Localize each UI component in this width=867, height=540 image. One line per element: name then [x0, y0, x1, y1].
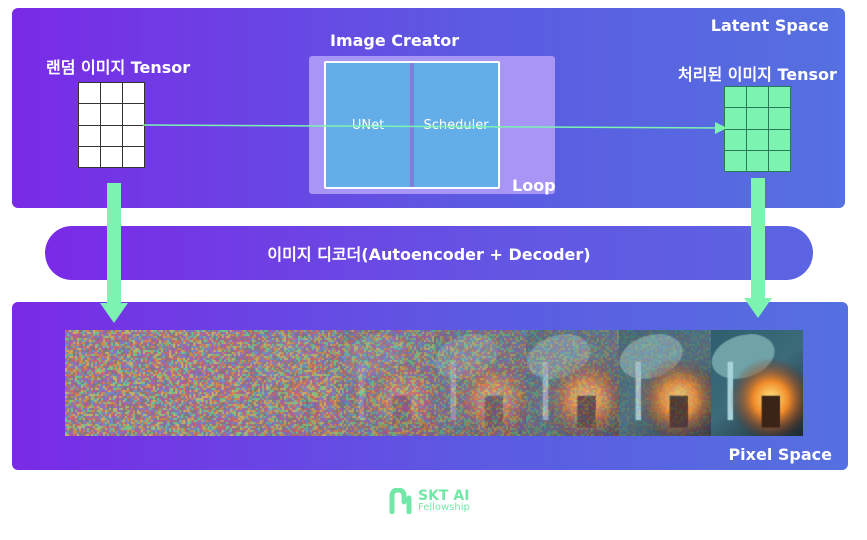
- denoising-step-image: [341, 330, 434, 436]
- denoising-step-image: [710, 330, 803, 436]
- latent-space-label: Latent Space: [710, 16, 829, 35]
- processed-tensor-title: 처리된 이미지 Tensor: [678, 65, 837, 84]
- logo-subtitle: Fellowship: [418, 502, 470, 513]
- pixel-space-label: Pixel Space: [728, 445, 832, 464]
- logo-name: SKT AI: [418, 488, 470, 504]
- denoising-step-image: [618, 330, 711, 436]
- unet-module: UNet: [326, 63, 410, 187]
- denoising-step-image: [65, 330, 158, 436]
- skt-ai-fellowship-logo: SKT AI Fellowship: [389, 488, 470, 514]
- image-decoder-bar: 이미지 디코더(Autoencoder + Decoder): [45, 226, 813, 280]
- image-creator-title: Image Creator: [330, 31, 460, 50]
- random-tensor-down-arrow: [100, 183, 128, 323]
- denoising-image-strip: [65, 330, 803, 436]
- denoising-step-image: [526, 330, 619, 436]
- processed-tensor-down-arrow: [744, 178, 772, 318]
- scheduler-module: Scheduler: [410, 63, 498, 187]
- image-creator-modules: UNet Scheduler: [324, 61, 500, 189]
- denoising-step-image: [434, 330, 527, 436]
- processed-tensor-grid: [724, 86, 791, 172]
- latent-flow-arrow: [142, 121, 727, 134]
- skt-ai-logo-icon: [389, 488, 412, 514]
- loop-label: Loop: [512, 176, 556, 195]
- denoising-step-image: [157, 330, 250, 436]
- denoising-step-image: [249, 330, 342, 436]
- random-tensor-grid: [78, 82, 145, 168]
- image-decoder-label: 이미지 디코더(Autoencoder + Decoder): [267, 245, 591, 264]
- random-tensor-title: 랜덤 이미지 Tensor: [46, 58, 191, 77]
